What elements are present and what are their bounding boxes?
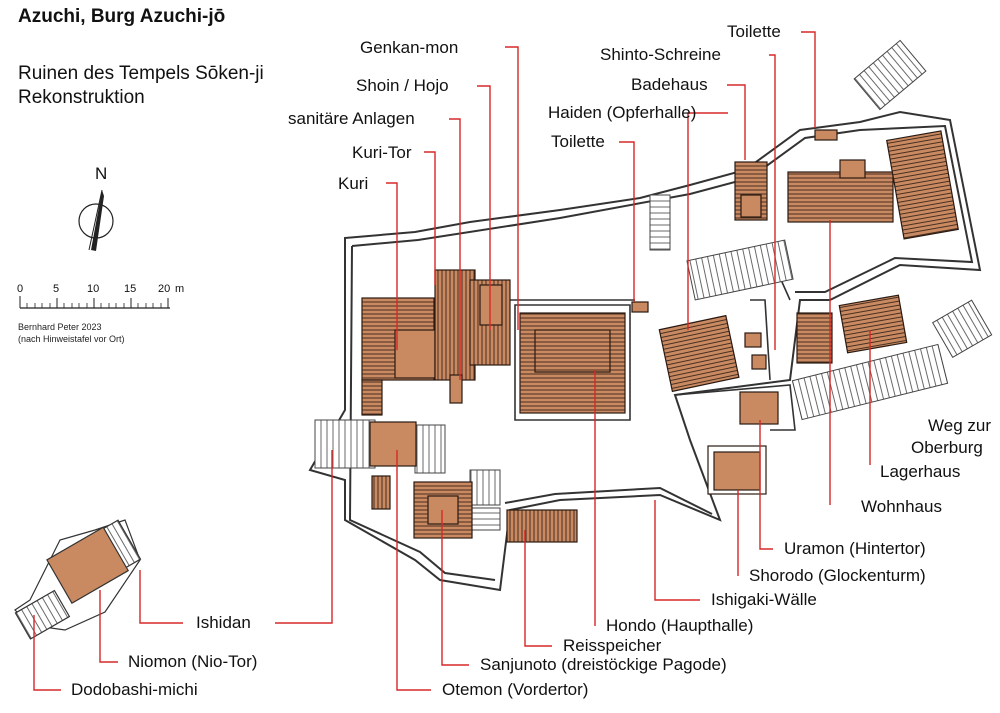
scale-tick-0: 0 <box>17 283 24 295</box>
niomon-inset <box>14 519 142 640</box>
label-toilette-mid: Toilette <box>551 132 605 151</box>
subtitle-line-2: Rekonstruktion <box>18 87 145 108</box>
label-kuri: Kuri <box>338 174 369 193</box>
label-uramon: Uramon (Hintertor) <box>784 539 926 558</box>
subtitle-line-1: Ruinen des Tempels Sōken-ji <box>18 63 264 84</box>
label-niomon: Niomon (Nio-Tor) <box>128 652 258 671</box>
page-subtitle: Ruinen des Tempels Sōken-ji Rekonstrukti… <box>18 62 264 110</box>
scale-bar <box>19 296 170 309</box>
hondo-building <box>519 312 626 414</box>
label-ishigaki: Ishigaki-Wälle <box>711 590 817 609</box>
label-toilette-top: Toilette <box>727 22 781 41</box>
label-shorodo: Shorodo (Glockenturm) <box>749 566 926 585</box>
scale-tick-5: 5 <box>53 283 60 295</box>
page-title: Azuchi, Burg Azuchi-jō <box>18 6 226 27</box>
label-weg-zur: Weg zur <box>928 416 991 435</box>
label-lagerhaus: Lagerhaus <box>880 462 961 481</box>
stair-flights <box>314 39 993 531</box>
otemon-gate <box>369 421 417 467</box>
label-genkan-mon: Genkan-mon <box>360 38 459 57</box>
credit-line-1: Bernhard Peter 2023 <box>18 322 102 332</box>
label-dodobashi: Dodobashi-michi <box>71 680 198 699</box>
buildings <box>361 129 959 543</box>
label-reisspeicher: Reisspeicher <box>563 636 662 655</box>
label-sanjunoto: Sanjunoto (dreistöckige Pagode) <box>480 655 727 674</box>
credit-line-2: (nach Hinweistafel vor Ort) <box>18 334 125 344</box>
label-sanitaere-anlagen: sanitäre Anlagen <box>288 109 415 128</box>
scale-tick-10: 10 <box>87 283 100 295</box>
leader-lines <box>33 31 871 691</box>
scale-tick-20: 20 <box>158 283 171 295</box>
shoin-hojo-building <box>434 269 476 381</box>
reisspeicher-building <box>506 509 578 543</box>
label-otemon: Otemon (Vordertor) <box>442 680 589 699</box>
label-hondo: Hondo (Haupthalle) <box>606 616 754 635</box>
wohnhaus-building <box>787 171 894 223</box>
label-shinto-schreine: Shinto-Schreine <box>600 45 721 64</box>
scale-tick-15: 15 <box>124 283 137 295</box>
label-wohnhaus: Wohnhaus <box>861 497 942 516</box>
north-label: N <box>95 164 108 183</box>
label-haiden: Haiden (Opferhalle) <box>548 103 697 122</box>
compass-rose <box>78 189 114 251</box>
scale-unit: m <box>175 283 185 295</box>
label-ishidan: Ishidan <box>196 613 251 632</box>
label-badehaus: Badehaus <box>631 75 708 94</box>
haiden-building <box>658 314 740 393</box>
lagerhaus-building <box>838 294 908 354</box>
uramon-gate <box>739 391 779 425</box>
label-kuri-tor: Kuri-Tor <box>352 143 412 162</box>
label-oberburg: Oberburg <box>911 438 983 457</box>
badehaus-building <box>734 161 768 221</box>
label-shoin-hojo: Shoin / Hojo <box>356 76 449 95</box>
